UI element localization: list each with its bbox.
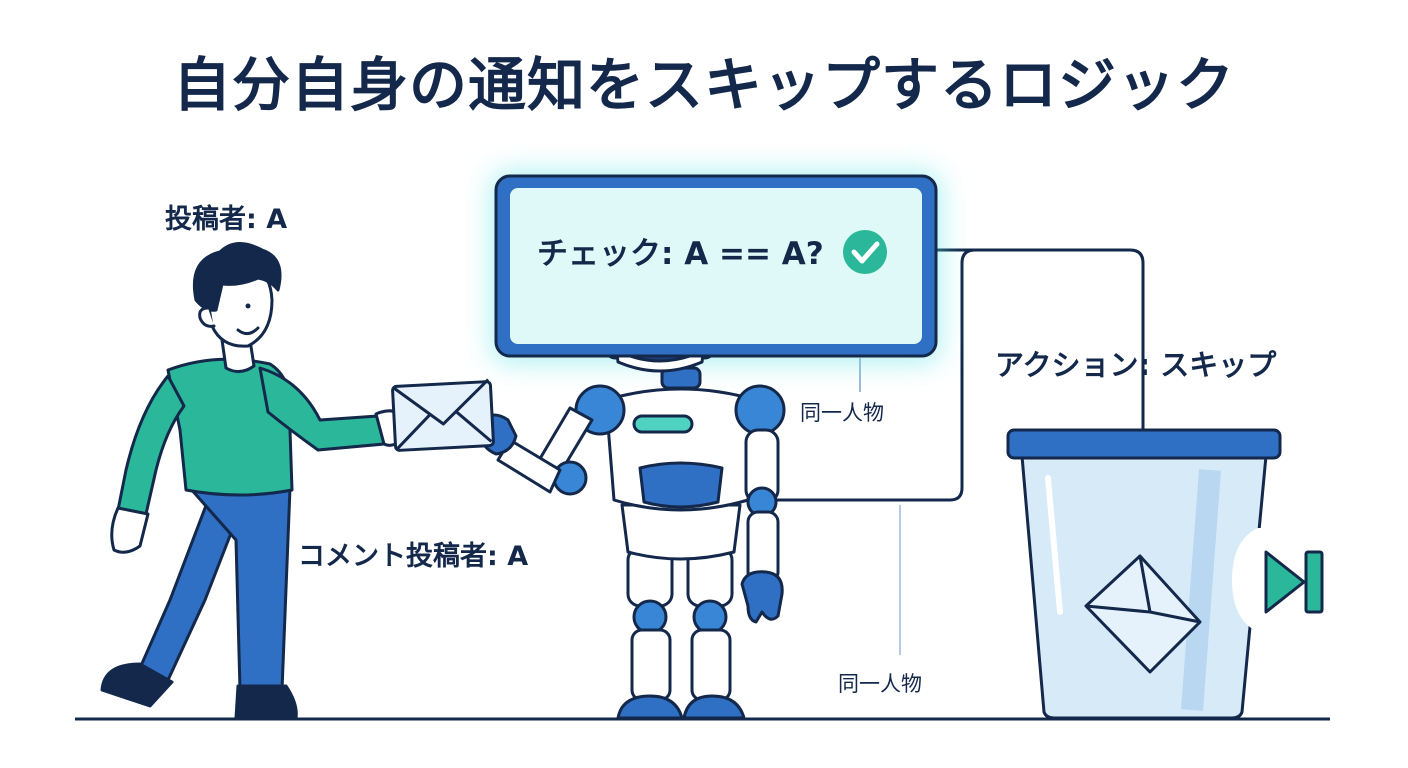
bin-envelope-icon <box>1084 554 1202 674</box>
poster-label: 投稿者: A <box>165 204 288 235</box>
diagram-title: 自分自身の通知をスキップするロジック <box>172 51 1235 119</box>
commenter-label: コメント投稿者: A <box>298 541 529 572</box>
connector-loop <box>770 248 976 502</box>
action-label: アクション: スキップ <box>995 348 1277 382</box>
check-condition-label: チェック: A == A? <box>537 236 824 272</box>
connector-to-bin <box>935 248 1145 530</box>
envelope-icon <box>391 378 495 452</box>
skip-forward-icon <box>1232 528 1324 632</box>
person <box>100 242 406 720</box>
robot <box>478 284 786 720</box>
check-box <box>494 174 938 358</box>
same-person-label-lower: 同一人物 <box>838 672 922 696</box>
same-person-label-upper: 同一人物 <box>800 401 884 425</box>
check-circle-icon <box>843 230 887 274</box>
